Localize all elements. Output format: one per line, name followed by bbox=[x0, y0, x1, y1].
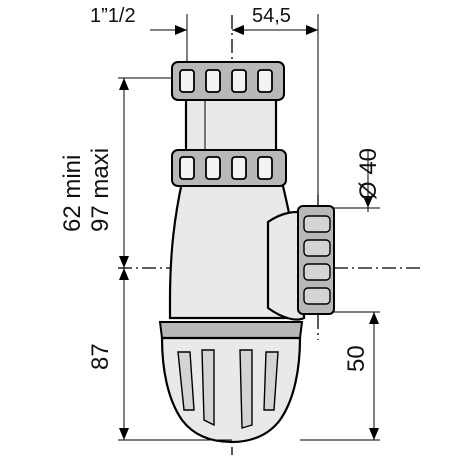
top-thread-label: 1”1/2 bbox=[90, 5, 136, 27]
lower-height-label: 87 bbox=[87, 343, 114, 370]
top-nut-ribs bbox=[179, 69, 273, 93]
upper-height-arrow-bottom bbox=[119, 256, 129, 268]
offset-label: 54,5 bbox=[252, 5, 291, 27]
lower-height-arrow-bottom bbox=[119, 428, 129, 440]
outlet-height-arrow-top bbox=[369, 312, 379, 324]
outlet-height-label: 50 bbox=[343, 345, 370, 372]
top-thread-arrowhead bbox=[175, 25, 187, 35]
middle-nut-ribs bbox=[179, 156, 273, 180]
outlet-nut-ribs bbox=[303, 215, 331, 305]
lower-height-arrow-top bbox=[119, 268, 129, 280]
top-inlet-nut bbox=[171, 61, 285, 101]
height-min-label: 62 mini bbox=[59, 155, 86, 232]
diameter-arrowhead-top bbox=[363, 196, 373, 208]
diameter-label: Ø 40 bbox=[355, 148, 382, 200]
offset-arrowhead-left bbox=[232, 25, 244, 35]
offset-arrowhead-right bbox=[306, 25, 318, 35]
upper-height-arrow-top bbox=[119, 78, 129, 90]
bottom-cup-ring bbox=[158, 321, 304, 339]
outlet-spigot bbox=[266, 211, 306, 321]
inlet-tube bbox=[184, 96, 278, 160]
outlet-height-arrow-bottom bbox=[369, 428, 379, 440]
bottom-cup-ribs bbox=[177, 349, 279, 429]
outlet-nut bbox=[297, 205, 335, 315]
height-max-label: 97 maxi bbox=[87, 148, 114, 232]
